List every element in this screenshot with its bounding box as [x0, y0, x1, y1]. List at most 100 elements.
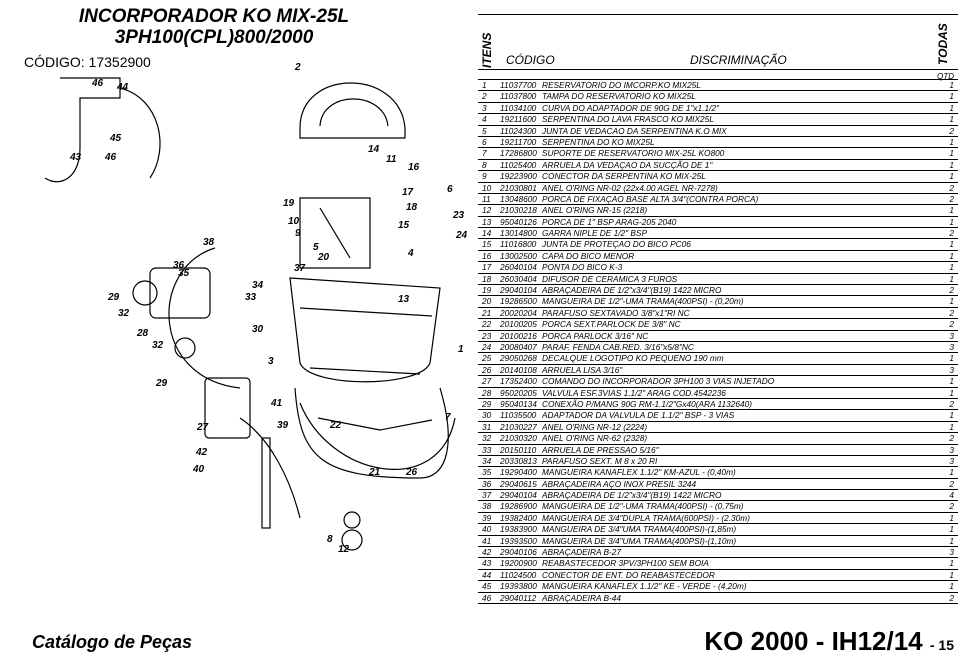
- item-description: ARRUELA DE PRESSAO 5/16": [542, 444, 659, 455]
- title-line-1: INCORPORADOR KO MIX-25L: [78, 6, 350, 27]
- callout-16: 16: [408, 162, 420, 173]
- item-number: 45: [482, 581, 492, 592]
- callout-40: 40: [192, 464, 205, 475]
- item-description: ABRAÇADEIRA DE 1/2"x3/4"(B19) 1422 MICRO: [542, 490, 722, 501]
- item-number: 39: [482, 512, 492, 523]
- item-quantity: 2: [949, 193, 954, 204]
- item-code: 19211600: [500, 114, 537, 125]
- filler-pipe: [44, 77, 121, 183]
- item-number: 32: [482, 433, 492, 444]
- item-quantity: 1: [949, 114, 954, 125]
- item-description: MANGUEIRA DE 1/2"-UMA TRAMA(400PSI) - (0…: [542, 501, 744, 512]
- item-number: 25: [482, 353, 492, 364]
- item-description: ABRAÇADEIRA B-44: [542, 592, 621, 603]
- callout-23: 23: [452, 210, 465, 221]
- item-quantity: 1: [949, 296, 954, 307]
- item-number: 4: [482, 114, 487, 125]
- item-description: DIFUSOR DE CERAMICA 3 FUROS: [542, 273, 678, 284]
- item-description: DECALQUE LOGOTIPO KO PEQUENO 190 mm: [542, 353, 724, 364]
- item-description: CONEXÃO P/MANG 90G RM-1.1/2"Gx40(ARA 113…: [542, 398, 752, 409]
- item-quantity: 1: [949, 569, 954, 580]
- item-description: GARRA NIPLE DE 1/2" BSP: [542, 228, 648, 239]
- model-label: KO 2000 - IH12/14: [704, 626, 923, 656]
- item-description: REABASTECEDOR 3PV/3PH100 SEM BOIA: [542, 558, 709, 569]
- item-description: CONECTOR DE ENT. DO REABASTECEDOR: [542, 569, 715, 580]
- callout-6: 6: [447, 184, 453, 195]
- item-code: 29040106: [500, 547, 537, 558]
- item-description: PORCA SEXT.PARLOCK DE 3/8" NC: [542, 319, 681, 330]
- item-number: 12: [482, 205, 492, 216]
- callout-46b: 46: [104, 152, 117, 163]
- item-quantity: 4: [949, 490, 954, 501]
- item-quantity: 1: [949, 558, 954, 569]
- item-description: ANEL O'RING NR-12 (2224): [542, 421, 648, 432]
- item-code: 29040104: [500, 285, 537, 296]
- callout-11: 11: [386, 154, 397, 165]
- callout-36: 36: [173, 260, 185, 271]
- product-code: CÓDIGO: 17352900: [24, 54, 151, 70]
- item-quantity: 2: [949, 501, 954, 512]
- item-quantity: 1: [949, 102, 954, 113]
- item-description: PARAFUSO SEXT. M 8 x 20 RI: [542, 455, 658, 466]
- item-description: SUPORTE DE RESERVATORIO MIX-25L KO800: [542, 148, 725, 159]
- item-description: ANEL O'RING NR-02 (22x4.00 AGEL NR-7278): [542, 182, 718, 193]
- item-quantity: 2: [949, 228, 954, 239]
- item-quantity: 1: [949, 91, 954, 102]
- item-code: 13002500: [500, 250, 537, 261]
- item-description: PARAF. FENDA CAB.RED. 3/16"x5/8"NC: [542, 341, 694, 352]
- item-number: 7: [482, 148, 487, 159]
- item-number: 13: [482, 216, 492, 227]
- callout-32: 32: [118, 308, 130, 319]
- item-code: 29040104: [500, 490, 537, 501]
- item-quantity: 2: [949, 285, 954, 296]
- item-code: 95020205: [500, 387, 537, 398]
- item-quantity: 1: [949, 216, 954, 227]
- reservoir-stand: [294, 387, 449, 479]
- callout-13: 13: [398, 294, 410, 305]
- item-description: MANGUEIRA DE 1/2"-UMA TRAMA(400PSI) - (0…: [542, 296, 744, 307]
- item-description: JUNTA DE VEDACAO DA SERPENTINA K.O MIX: [542, 125, 727, 136]
- item-number: 5: [482, 125, 487, 136]
- callout-2: 2: [294, 62, 301, 73]
- item-number: 20: [482, 296, 492, 307]
- item-code: 11037700: [500, 80, 537, 90]
- item-quantity: 1: [949, 273, 954, 284]
- item-code: 19393500: [500, 535, 537, 546]
- hose-loop: [299, 402, 456, 470]
- item-code: 20020204: [500, 307, 537, 318]
- callout-1: 1: [458, 344, 464, 355]
- callout-43: 43: [69, 152, 82, 163]
- item-code: 20100216: [500, 330, 537, 341]
- callout-21: 21: [368, 467, 381, 478]
- callout-15: 15: [398, 220, 410, 231]
- item-quantity: 1: [949, 421, 954, 432]
- item-quantity: 2: [949, 182, 954, 193]
- item-quantity: 1: [949, 171, 954, 182]
- callout-39: 39: [277, 420, 289, 431]
- item-quantity: 1: [949, 148, 954, 159]
- document-title: INCORPORADOR KO MIX-25L 3PH100(CPL)800/2…: [44, 6, 384, 48]
- callout-3: 3: [268, 356, 274, 367]
- item-code: 20330813: [500, 455, 537, 466]
- item-quantity: 2: [949, 478, 954, 489]
- item-quantity: 1: [949, 524, 954, 535]
- item-code: 29040112: [500, 592, 537, 603]
- item-code: 95040126: [500, 216, 537, 227]
- item-number: 11: [482, 193, 491, 204]
- item-quantity: 3: [949, 330, 954, 341]
